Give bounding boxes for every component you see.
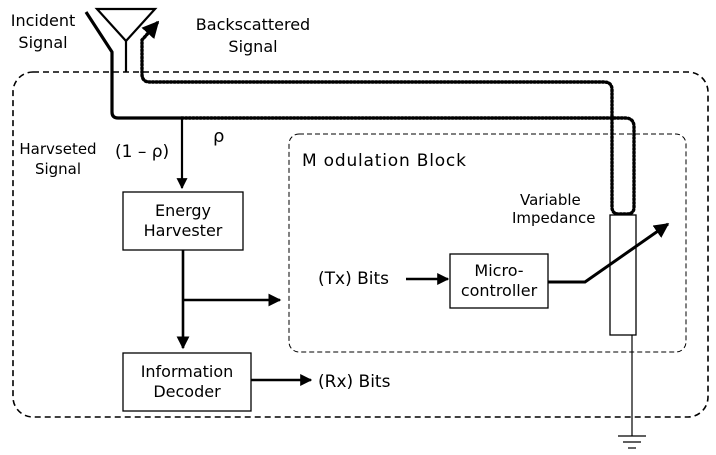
variable-impedance-label-line-1: Variable — [520, 191, 581, 209]
tx-bits-label: (Tx) Bits — [318, 269, 389, 289]
information-decoder-label-line-2: Decoder — [153, 382, 221, 401]
energy-harvester-label-line-2: Harvester — [144, 221, 223, 240]
microcontroller-label-line-1: Micro- — [474, 261, 523, 280]
rho-label: ρ — [213, 126, 224, 147]
backscattered-signal-label-line-1: Backscattered — [196, 15, 310, 34]
ground-icon — [618, 335, 646, 449]
microcontroller-box — [449, 253, 549, 309]
information-decoder-box — [122, 352, 252, 412]
one-minus-rho-label: (1 – ρ) — [115, 142, 169, 162]
modulation-block-title: M odulation Block — [302, 151, 467, 171]
rx-bits-label: (Rx) Bits — [318, 372, 391, 392]
device-boundary — [12, 71, 709, 418]
incident-signal-label-line-2: Signal — [18, 33, 67, 52]
variable-impedance-label-line-2: Impedance — [512, 209, 595, 227]
incident-signal-label-line-1: Incident — [11, 11, 76, 30]
harvested-signal-label-line-2: Signal — [35, 160, 81, 178]
backscattered-signal-path — [140, 20, 636, 216]
information-decoder-label-line-1: Information — [141, 362, 234, 381]
backscattered-signal-label-line-2: Signal — [228, 37, 277, 56]
harvested-signal-label-line-1: Harvseted — [19, 140, 96, 158]
energy-harvester-box — [122, 191, 244, 251]
energy-harvester-label-line-1: Energy — [155, 201, 211, 220]
microcontroller-label-line-2: controller — [461, 281, 538, 300]
modulation-block-boundary — [288, 133, 687, 353]
incident-signal-path — [84, 11, 182, 120]
variable-resistor-icon — [548, 214, 670, 336]
antenna-icon — [94, 7, 158, 72]
